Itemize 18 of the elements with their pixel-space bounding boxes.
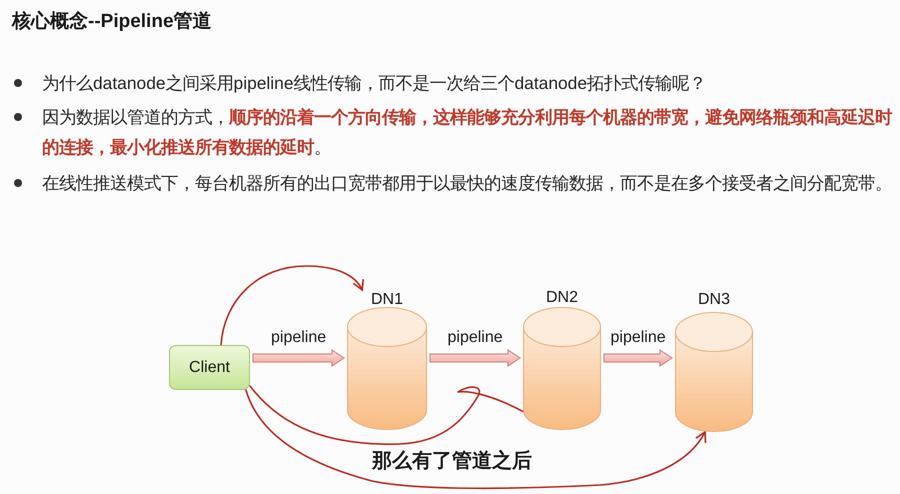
block-arrow xyxy=(430,349,521,367)
bullet-text: 为什么datanode之间采用pipeline线性传输，而不是一次给三个datanode拓扑式传输呢？ xyxy=(42,72,706,95)
hand-drawn-arrow xyxy=(220,265,364,346)
edge-label: pipeline xyxy=(446,329,505,347)
process-box: Client xyxy=(169,345,250,390)
bullet-text: 因为数据以管道的方式，顺序的沿着一个方向传输，这样能够充分利用每个机器的带宽，避免网络瓶颈和高延迟时的连接，最小化推送所有数据的延时。 xyxy=(42,106,894,159)
hand-drawn-line xyxy=(249,385,524,445)
node-label: DN3 xyxy=(698,290,730,310)
edge-label: pipeline xyxy=(269,329,328,347)
hand-drawn-arrow xyxy=(245,389,706,490)
block-arrow xyxy=(252,349,345,367)
bullet-text: 在线性推送模式下，每台机器所有的出口宽带都用于以最快的速度传输数据，而不是在多个接受者之间分配宽带。 xyxy=(42,172,892,195)
block-arrow xyxy=(604,349,673,367)
edge-label: pipeline xyxy=(608,329,668,347)
node-label: DN1 xyxy=(371,290,404,310)
node-label: DN2 xyxy=(546,288,578,308)
subtitle-text: 那么有了管道之后 xyxy=(372,449,532,473)
title: 核心概念--Pipeline管道 xyxy=(12,10,212,34)
